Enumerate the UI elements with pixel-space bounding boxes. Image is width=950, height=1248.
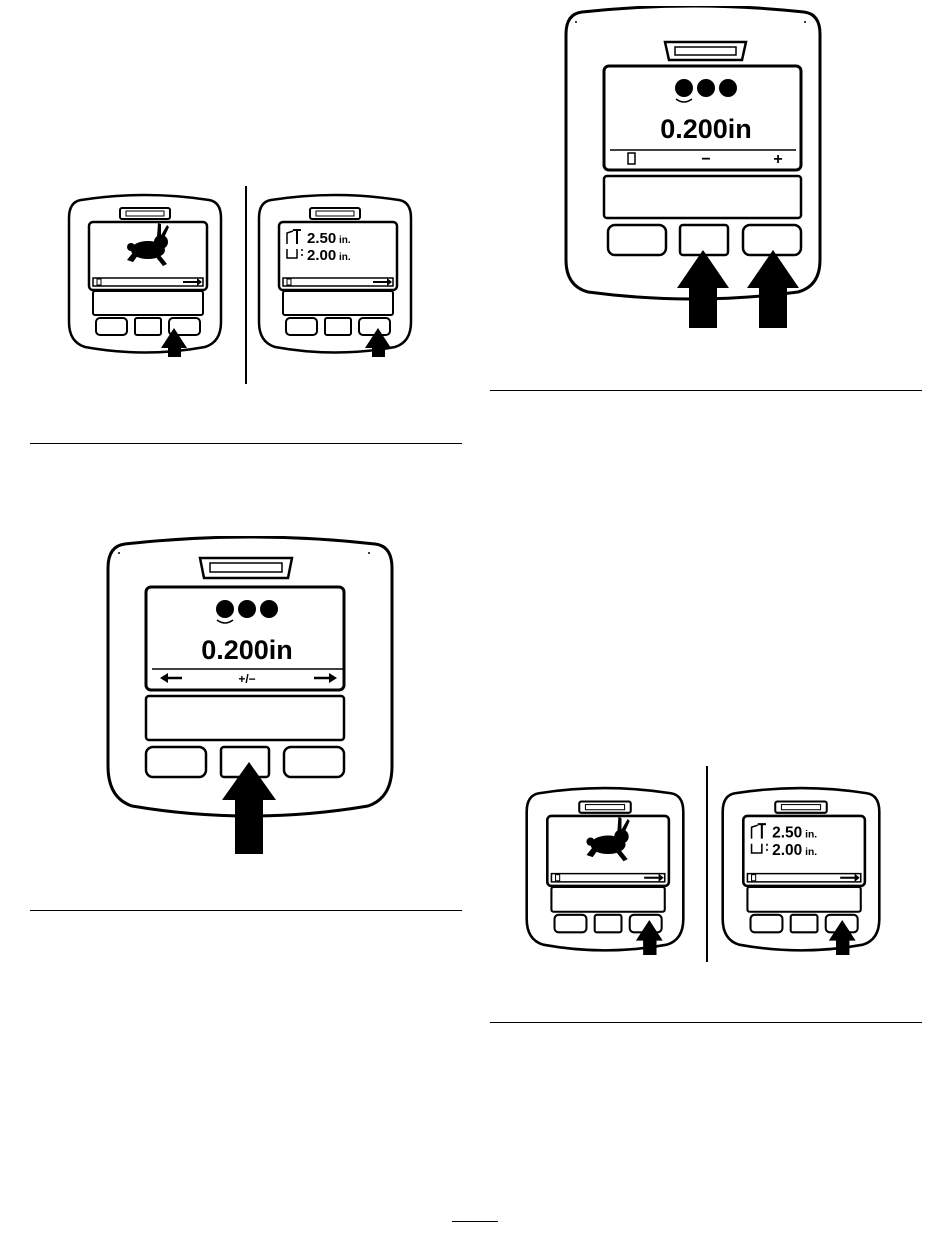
- display-fig4-right: 2.50 in. 2.00 in.: [715, 785, 887, 955]
- center-button[interactable]: [595, 915, 622, 933]
- left-button[interactable]: [555, 915, 587, 933]
- nav-center-label: −: [701, 151, 710, 168]
- center-button[interactable]: [680, 225, 728, 255]
- height-unit-1: in.: [805, 830, 817, 841]
- left-button[interactable]: [751, 915, 783, 933]
- offset-value: 0.200in: [201, 635, 293, 665]
- left-button[interactable]: [608, 225, 666, 255]
- height-unit-2: in.: [805, 847, 817, 858]
- page-number-rule: [452, 1221, 498, 1222]
- offset-value: 0.200in: [660, 114, 752, 144]
- right-button[interactable]: [359, 318, 390, 335]
- left-button[interactable]: [286, 318, 317, 335]
- message-area: [604, 176, 801, 218]
- center-button[interactable]: [791, 915, 818, 933]
- message-area: [283, 291, 393, 315]
- height-value-2: 2.00: [772, 842, 802, 859]
- display-fig3: 0.200in − +: [560, 6, 826, 336]
- display-fig1-right: 2.50 in. 2.00 in.: [253, 192, 417, 357]
- message-area: [551, 887, 664, 912]
- right-button[interactable]: [284, 747, 344, 777]
- message-area: [93, 291, 203, 315]
- center-button[interactable]: [135, 318, 161, 335]
- left-button[interactable]: [146, 747, 206, 777]
- center-button[interactable]: [325, 318, 351, 335]
- height-value-1: 2.50: [772, 825, 802, 842]
- display-fig4-left: [519, 785, 691, 955]
- nav-right-label: +: [773, 151, 782, 168]
- left-button[interactable]: [96, 318, 127, 335]
- message-area: [146, 696, 344, 740]
- display-fig1-left: [63, 192, 227, 357]
- height-unit-1: in.: [339, 235, 351, 246]
- height-unit-2: in.: [339, 252, 351, 263]
- height-value-1: 2.50: [307, 230, 336, 247]
- display-fig2: 0.200in +/−: [100, 536, 400, 856]
- message-area: [747, 887, 860, 912]
- right-button[interactable]: [743, 225, 801, 255]
- nav-center-label: +/−: [238, 672, 255, 686]
- height-value-2: 2.00: [307, 247, 336, 264]
